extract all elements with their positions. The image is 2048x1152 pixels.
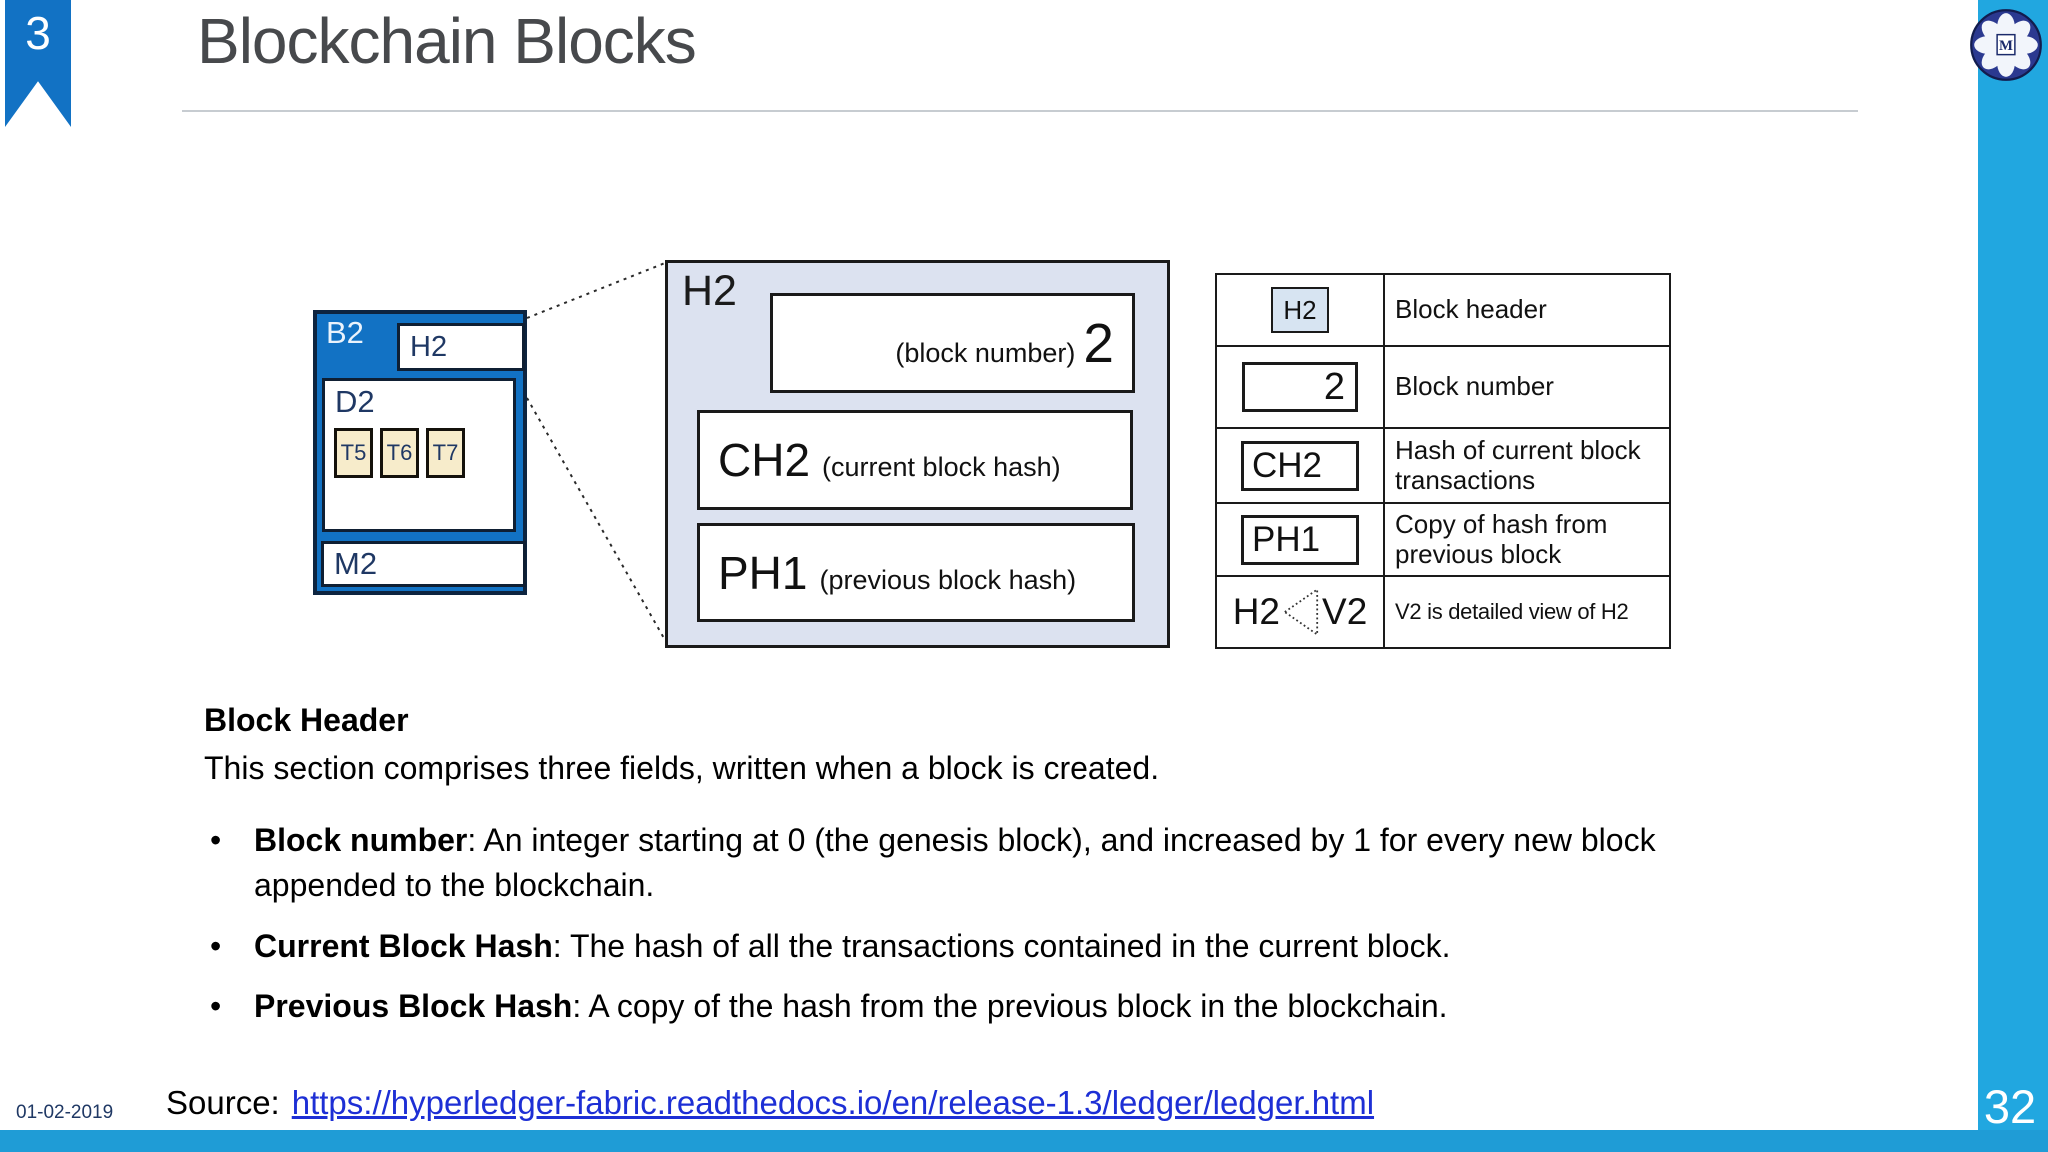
bullet-list: Block number: An integer starting at 0 (…	[204, 818, 1764, 1045]
bullet-term: Current Block Hash	[254, 927, 553, 964]
legend-h2-symbol: H2	[1271, 287, 1329, 333]
legend-symbol-cell: CH2	[1217, 429, 1385, 504]
transaction-t7: T7	[426, 428, 465, 478]
legend-description: Copy of hash from previous block	[1385, 504, 1669, 577]
source-label: Source:	[166, 1084, 280, 1121]
legend-ch2-symbol: CH2	[1241, 440, 1359, 491]
bullet-text: : An integer starting at 0 (the genesis …	[254, 822, 1656, 904]
legend-description: Block header	[1385, 275, 1669, 347]
legend-symbol-cell: 2	[1217, 347, 1385, 429]
transaction-t6: T6	[380, 428, 419, 478]
transaction-row: T5 T6 T7	[334, 428, 513, 478]
legend-symbol-cell: H2 V2	[1217, 577, 1385, 647]
slide-date: 01-02-2019	[16, 1102, 114, 1123]
legend-number-symbol: 2	[1242, 362, 1358, 412]
current-hash-field: CH2 (current block hash)	[697, 410, 1133, 510]
previous-hash-label: PH1	[718, 546, 808, 599]
slide-number-ribbon: 3	[5, 0, 71, 127]
page-number: 32	[1983, 1079, 2037, 1133]
header-detail-view: H2 (block number)2 CH2 (current block has…	[665, 260, 1170, 648]
bullet-term: Previous Block Hash	[254, 988, 573, 1025]
block-metadata-m2: M2	[321, 541, 526, 587]
list-item: Block number: An integer starting at 0 (…	[204, 818, 1764, 909]
page-title: Blockchain Blocks	[197, 5, 697, 77]
block-number-field: (block number)2	[770, 293, 1135, 393]
section-heading: Block Header	[204, 702, 409, 738]
detail-view-triangle-icon	[1283, 587, 1319, 637]
bottom-accent-strip	[0, 1130, 2048, 1152]
block-number-value: 2	[1083, 312, 1114, 374]
bullet-term: Block number	[254, 822, 468, 858]
block-number-caption: (block number)	[895, 338, 1076, 368]
legend-description: V2 is detailed view of H2	[1395, 599, 1629, 625]
block-header-h2: H2	[397, 323, 525, 371]
side-accent-bar	[1978, 0, 2048, 1152]
title-divider	[182, 110, 1858, 112]
transaction-t5: T5	[334, 428, 373, 478]
source-line: Source: https://hyperledger-fabric.readth…	[166, 1084, 1374, 1122]
bullet-text: : A copy of the hash from the previous b…	[572, 988, 1448, 1025]
source-link[interactable]: https://hyperledger-fabric.readthedocs.i…	[291, 1084, 1375, 1121]
current-hash-label: CH2	[718, 434, 811, 486]
block-data-label: D2	[335, 384, 375, 419]
list-item: Current Block Hash: The hash of all the …	[204, 924, 1764, 970]
block-b2: B2 H2 D2 T5 T6 T7 M2	[313, 310, 527, 595]
legend-table: H2 Block header 2 Block number CH2 Hash …	[1215, 273, 1671, 649]
bullet-text: : The hash of all the transactions conta…	[552, 927, 1451, 964]
current-hash-caption: (current block hash)	[822, 452, 1061, 482]
previous-hash-field: PH1 (previous block hash)	[697, 523, 1135, 622]
block-b2-label: B2	[326, 315, 364, 350]
logo-letter: M	[1999, 38, 2013, 54]
legend-description: Hash of current block transactions	[1385, 429, 1669, 504]
legend-symbol-cell: PH1	[1217, 504, 1385, 577]
legend-symbol-cell: H2	[1217, 275, 1385, 347]
legend-ph1-symbol: PH1	[1241, 514, 1359, 565]
ribbon-number: 3	[25, 7, 51, 59]
legend-view-relation: H2 V2	[1232, 586, 1368, 638]
block-data-d2: D2 T5 T6 T7	[322, 378, 516, 532]
legend-v2-ref: V2	[1322, 591, 1368, 632]
legend-h2-ref: H2	[1232, 591, 1281, 632]
legend-description: Block number	[1385, 347, 1669, 429]
previous-hash-caption: (previous block hash)	[819, 564, 1077, 595]
list-item: Previous Block Hash: A copy of the hash …	[204, 984, 1764, 1030]
university-logo-icon: M	[1969, 7, 2043, 83]
section-intro: This section comprises three fields, wri…	[204, 750, 1160, 786]
detail-h2-label: H2	[682, 267, 737, 315]
